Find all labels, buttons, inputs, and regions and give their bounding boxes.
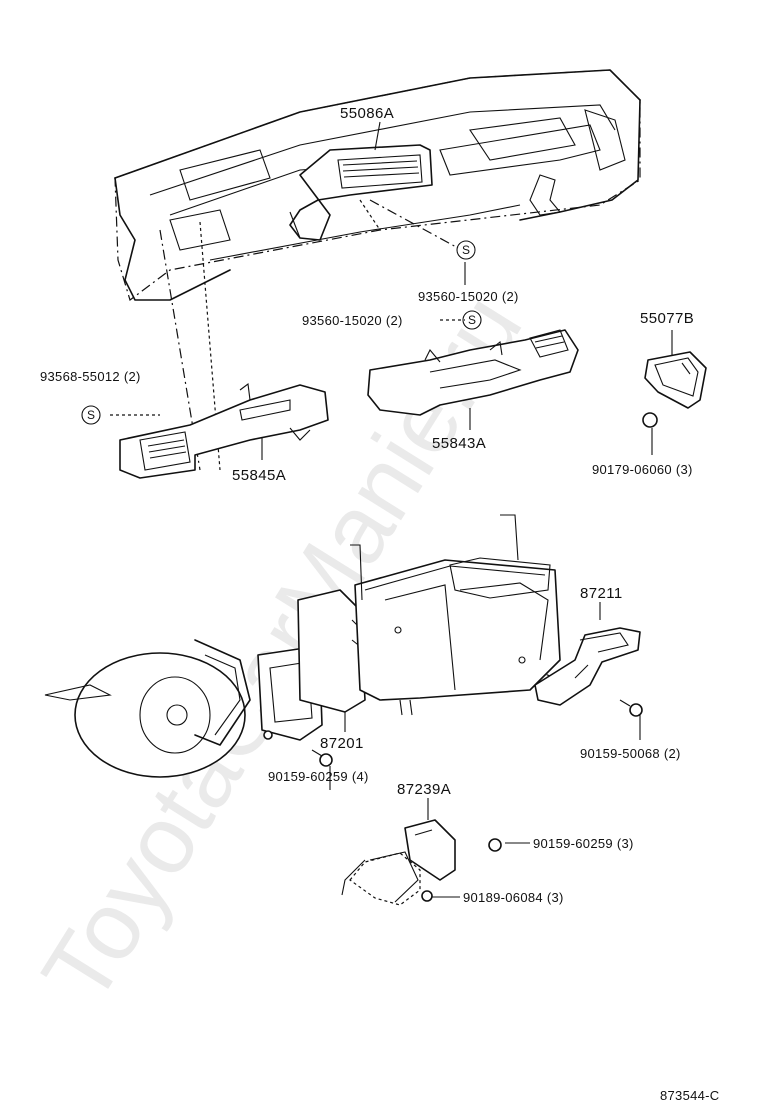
side-register-55077B (642, 351, 707, 428)
screw-90159-50068 (619, 699, 643, 717)
label-93568-55012: 93568-55012 (2) (40, 369, 141, 384)
label-87211: 87211 (580, 585, 623, 602)
label-90159-50068: 90159-50068 (2) (580, 746, 681, 761)
label-55845A: 55845A (232, 467, 286, 484)
diagram-code: 873544-C (660, 1088, 720, 1103)
svg-text:S: S (462, 243, 470, 257)
heater-unit-87201 (257, 514, 561, 741)
label-90159-60259-4: 90159-60259 (4) (268, 769, 369, 784)
label-93560-15020-b: 93560-15020 (2) (302, 313, 403, 328)
label-90179-06060: 90179-06060 (3) (592, 462, 693, 477)
label-87201: 87201 (320, 735, 364, 752)
label-55086A: 55086A (340, 105, 394, 122)
svg-text:S: S (87, 408, 95, 422)
center-duct-55843A (367, 329, 579, 416)
screw-symbol: S (456, 240, 476, 260)
duct-87211 (534, 627, 641, 706)
cover-87239A (341, 819, 502, 906)
label-55843A: 55843A (432, 435, 486, 452)
instrument-panel (114, 69, 641, 301)
label-90189-06084: 90189-06084 (3) (463, 890, 564, 905)
label-93560-15020-a: 93560-15020 (2) (418, 289, 519, 304)
side-register-duct-55845A (119, 382, 329, 479)
blower-assembly (44, 639, 251, 778)
screw-symbol: S (81, 405, 101, 425)
label-90159-60259-3: 90159-60259 (3) (533, 836, 634, 851)
screw-90159-60259-4 (311, 749, 333, 767)
screw-symbol: S (462, 310, 482, 330)
label-55077B: 55077B (640, 310, 694, 327)
svg-text:S: S (468, 313, 476, 327)
label-87239A: 87239A (397, 781, 451, 798)
